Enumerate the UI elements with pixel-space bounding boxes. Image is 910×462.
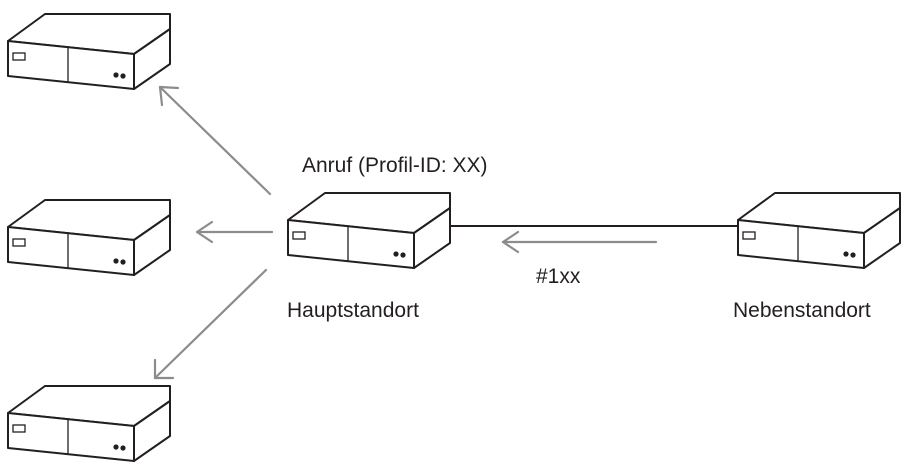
arrow-to-middle-unit — [195, 220, 274, 244]
dial-arrow — [501, 230, 658, 254]
dial-code-label: #1xx — [536, 265, 581, 288]
main-site-label: Hauptstandort — [287, 299, 419, 322]
recipient-unit-top-icon — [7, 13, 171, 90]
arrow-to-top-unit — [158, 85, 272, 196]
recipient-unit-middle-icon — [7, 199, 171, 276]
branch-site-label: Nebenstandort — [733, 299, 871, 322]
main-site-unit-icon — [287, 192, 451, 269]
branch-site-unit-icon — [737, 192, 901, 269]
call-label: Anruf (Profil-ID: XX) — [302, 154, 488, 177]
recipient-unit-bottom-icon — [7, 385, 171, 462]
arrow-to-bottom-unit — [153, 268, 268, 380]
